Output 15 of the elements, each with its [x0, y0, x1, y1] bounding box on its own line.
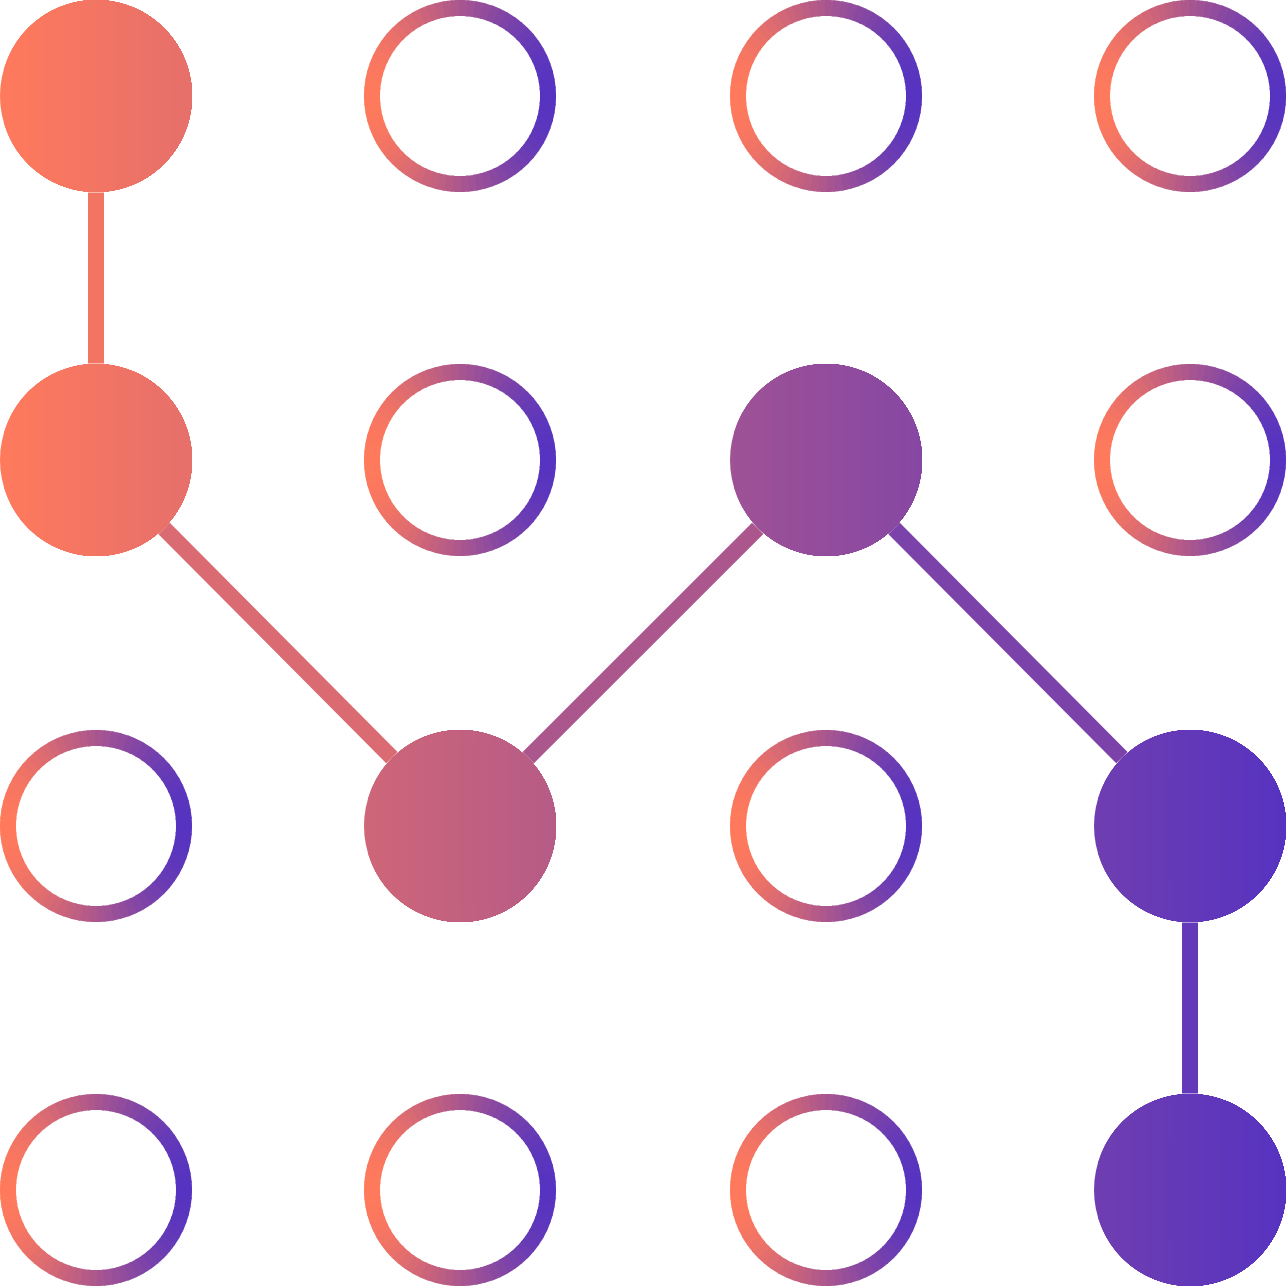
ring [364, 1094, 556, 1286]
connector-line [158, 522, 398, 764]
ring [1094, 0, 1286, 192]
ring [0, 1094, 192, 1286]
connector-line [88, 192, 104, 364]
ring [730, 1094, 922, 1286]
ring [730, 0, 922, 192]
ring [0, 730, 192, 922]
connector-line [888, 522, 1128, 764]
connector-line [522, 522, 764, 764]
connector-line [1182, 922, 1198, 1094]
ring [730, 730, 922, 922]
ring [364, 0, 556, 192]
ring [364, 364, 556, 556]
ring [1094, 364, 1286, 556]
